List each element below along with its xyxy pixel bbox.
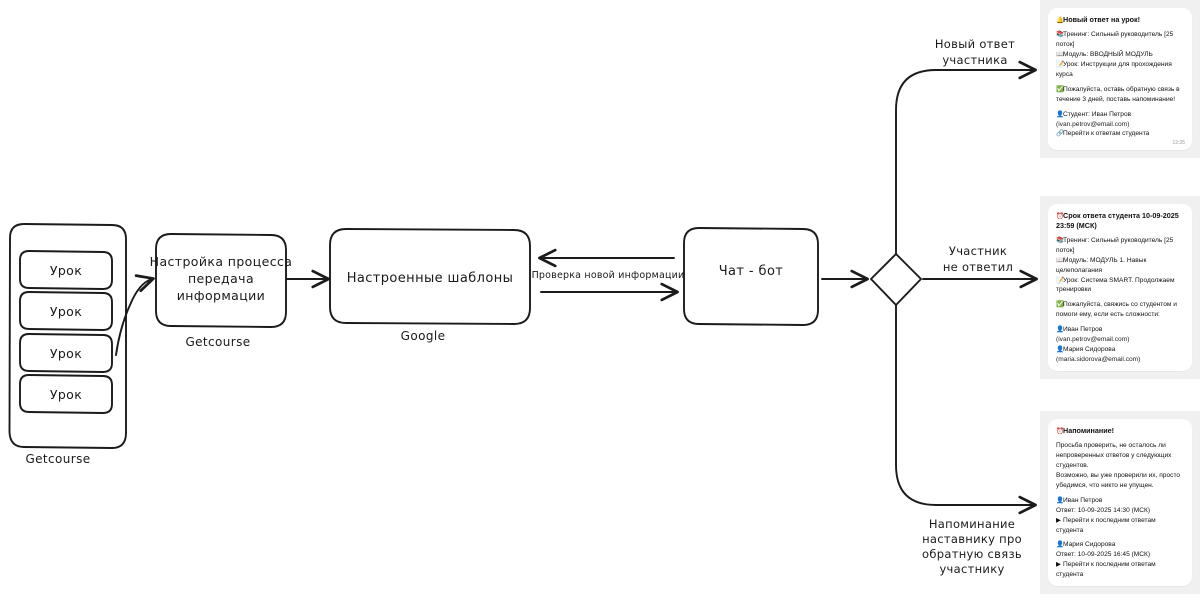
row-student-link[interactable]: Перейти к ответам студента	[1063, 130, 1150, 138]
arrow-icon: ▶	[1056, 561, 1061, 569]
row-student-2-name: Мария Сидорова	[1063, 345, 1116, 353]
row-module: Модуль: МОДУЛЬ 1. Навык целеполагания	[1056, 256, 1147, 274]
row-student-email: (ivan.petrov@email.com)	[1056, 120, 1130, 128]
branch-label-middle-line-2: не ответил	[943, 260, 1013, 274]
row-body-2: Возможно, вы уже проверили их, просто уб…	[1056, 472, 1181, 490]
book-icon: 📖	[1056, 256, 1064, 264]
chatbot-label: Чат - бот	[719, 264, 784, 279]
arrow-icon: ▶	[1056, 516, 1061, 524]
row-lesson: Урок: Система SMART. Продолжаем трениров…	[1056, 276, 1175, 294]
setup-label-line-3: информации	[177, 288, 265, 303]
templates-caption: Google	[401, 329, 446, 343]
templates-label: Настроенные шаблоны	[347, 271, 514, 286]
row-student-2-link[interactable]: Перейти к последним ответам студента	[1056, 561, 1156, 579]
chat-panel-new-answer: 🔔Новый ответ на урок! 📚Тренинг: Сильный …	[1040, 0, 1200, 158]
branch-label-bottom-line-2: наставнику про	[922, 532, 1022, 546]
person-icon: 👤	[1056, 541, 1064, 549]
alarm-clock-icon: ⏰	[1056, 428, 1064, 435]
row-lesson: Урок: Инструкции для прохождения курса	[1056, 61, 1172, 79]
bubble-section-student-2: 👤Мария Сидорова Ответ: 10-09-2025 16:45 …	[1056, 540, 1184, 580]
row-training: Тренинг: Сильный руководитель [25 поток]	[1056, 31, 1174, 49]
memo-icon: 📝	[1056, 61, 1064, 69]
lesson-label-1: Урок	[50, 263, 82, 278]
node-setup[interactable]: Настройка процесса передача информации G…	[150, 233, 293, 349]
bubble-section-instruction: ✅Пожалуйста, оставь обратную связь в теч…	[1056, 85, 1184, 105]
bubble-section-student-1: 👤Иван Петров Ответ: 10-09-2025 14:30 (МС…	[1056, 496, 1184, 536]
row-module: Модуль: ВВОДНЫЙ МОДУЛЬ	[1063, 51, 1153, 59]
person-icon: 👤	[1056, 345, 1064, 353]
chat-column: 🔔Новый ответ на урок! 📚Тренинг: Сильный …	[1040, 0, 1200, 599]
books-icon: 📚	[1056, 236, 1064, 244]
lessons-caption: Getcourse	[25, 452, 90, 466]
lessons-group[interactable]: Урок Урок Урок Урок Getcourse	[8, 223, 127, 466]
person-icon: 👤	[1056, 496, 1064, 504]
row-student-1-email: (ivan.petrov@email.com)	[1056, 335, 1130, 343]
bubble-header-reminder: ⏰Напоминание!	[1056, 426, 1115, 435]
bell-icon: 🔔	[1056, 17, 1064, 24]
lesson-item-2[interactable]: Урок	[19, 291, 113, 331]
decision-diamond[interactable]	[870, 253, 922, 306]
branch-label-bottom-line-4: участнику	[939, 562, 1004, 576]
branch-label-bottom-line-3: обратную связь	[922, 547, 1022, 561]
bubble-header-answer-deadline: ⏰Срок ответа студента 10-09-2025 23:59 (…	[1056, 211, 1179, 231]
link-icon: 🔗	[1056, 130, 1064, 138]
books-icon: 📚	[1056, 31, 1064, 39]
edge-lessons-to-setup	[115, 274, 155, 356]
edge-branch-top	[895, 60, 1037, 255]
chat-bubble-reminder[interactable]: ⏰Напоминание! Просьба проверить, не оста…	[1048, 419, 1192, 587]
check-icon: ✅	[1056, 85, 1064, 93]
row-instruction: Пожалуйста, свяжись со студентом и помог…	[1056, 301, 1177, 319]
lesson-label-2: Урок	[50, 304, 82, 319]
lesson-item-4[interactable]: Урок	[19, 374, 113, 414]
row-training: Тренинг: Сильный руководитель [25 поток]	[1056, 236, 1174, 254]
chat-panel-reminder: ⏰Напоминание! Просьба проверить, не оста…	[1040, 411, 1200, 594]
setup-label-line-2: передача	[188, 271, 254, 286]
branch-label-middle-line-1: Участник	[949, 244, 1007, 258]
bubble-header-new-answer: 🔔Новый ответ на урок!	[1056, 15, 1141, 24]
branch-label-bottom-line-1: Напоминание	[929, 517, 1015, 531]
row-body-1: Просьба проверить, не осталось ли непров…	[1056, 442, 1172, 470]
bubble-section-course: 📚Тренинг: Сильный руководитель [25 поток…	[1056, 236, 1184, 295]
row-student-2-answer: Ответ: 10-09-2025 16:45 (МСК)	[1056, 551, 1151, 559]
lesson-label-3: Урок	[50, 346, 82, 361]
chat-bubble-new-answer[interactable]: 🔔Новый ответ на урок! 📚Тренинг: Сильный …	[1048, 8, 1192, 151]
alarm-icon: ⏰	[1056, 213, 1064, 220]
chat-panel-answer-deadline: ⏰Срок ответа студента 10-09-2025 23:59 (…	[1040, 196, 1200, 379]
row-instruction: Пожалуйста, оставь обратную связь в тече…	[1056, 85, 1180, 103]
chat-bubble-answer-deadline[interactable]: ⏰Срок ответа студента 10-09-2025 23:59 (…	[1048, 204, 1192, 371]
person-icon: 👤	[1056, 110, 1064, 118]
node-chatbot[interactable]: Чат - бот	[683, 227, 819, 326]
setup-caption: Getcourse	[185, 335, 250, 349]
check-icon: ✅	[1056, 301, 1064, 309]
bubble-section-course: 📚Тренинг: Сильный руководитель [25 поток…	[1056, 30, 1184, 79]
branch-label-top-line-2: участника	[942, 53, 1007, 67]
book-icon: 📖	[1056, 51, 1064, 59]
bubble-section-body: Просьба проверить, не осталось ли непров…	[1056, 441, 1184, 490]
setup-label-line-1: Настройка процесса	[150, 254, 293, 269]
row-student-2-name: Мария Сидорова	[1063, 541, 1116, 549]
person-icon: 👤	[1056, 326, 1064, 334]
branch-label-top-line-1: Новый ответ	[935, 37, 1015, 51]
memo-icon: 📝	[1056, 276, 1064, 284]
row-student-2-email: (maria.sidorova@email.com)	[1056, 355, 1141, 363]
edge-label-check-info: Проверка новой информации	[532, 270, 685, 281]
node-templates[interactable]: Настроенные шаблоны Google	[329, 228, 531, 343]
row-student-1-name: Иван Петров	[1063, 326, 1103, 334]
lesson-item-3[interactable]: Урок	[19, 333, 113, 373]
lesson-label-4: Урок	[50, 387, 82, 402]
row-student-name: Студент: Иван Петров	[1063, 110, 1132, 118]
bubble-timestamp: 12:35	[1172, 139, 1185, 146]
lesson-item-1[interactable]: Урок	[19, 250, 113, 290]
bubble-section-instruction: ✅Пожалуйста, свяжись со студентом и помо…	[1056, 300, 1184, 320]
edge-branch-bottom	[895, 304, 1037, 515]
bubble-section-students: 👤Иван Петров (ivan.petrov@email.com) 👤Ма…	[1056, 325, 1184, 365]
row-student-1-link[interactable]: Перейти к последним ответам студента	[1056, 516, 1156, 534]
row-student-1-name: Иван Петров	[1063, 496, 1103, 504]
row-student-1-answer: Ответ: 10-09-2025 14:30 (МСК)	[1056, 506, 1151, 514]
bubble-section-student: 👤Студент: Иван Петров (ivan.petrov@email…	[1056, 110, 1184, 140]
